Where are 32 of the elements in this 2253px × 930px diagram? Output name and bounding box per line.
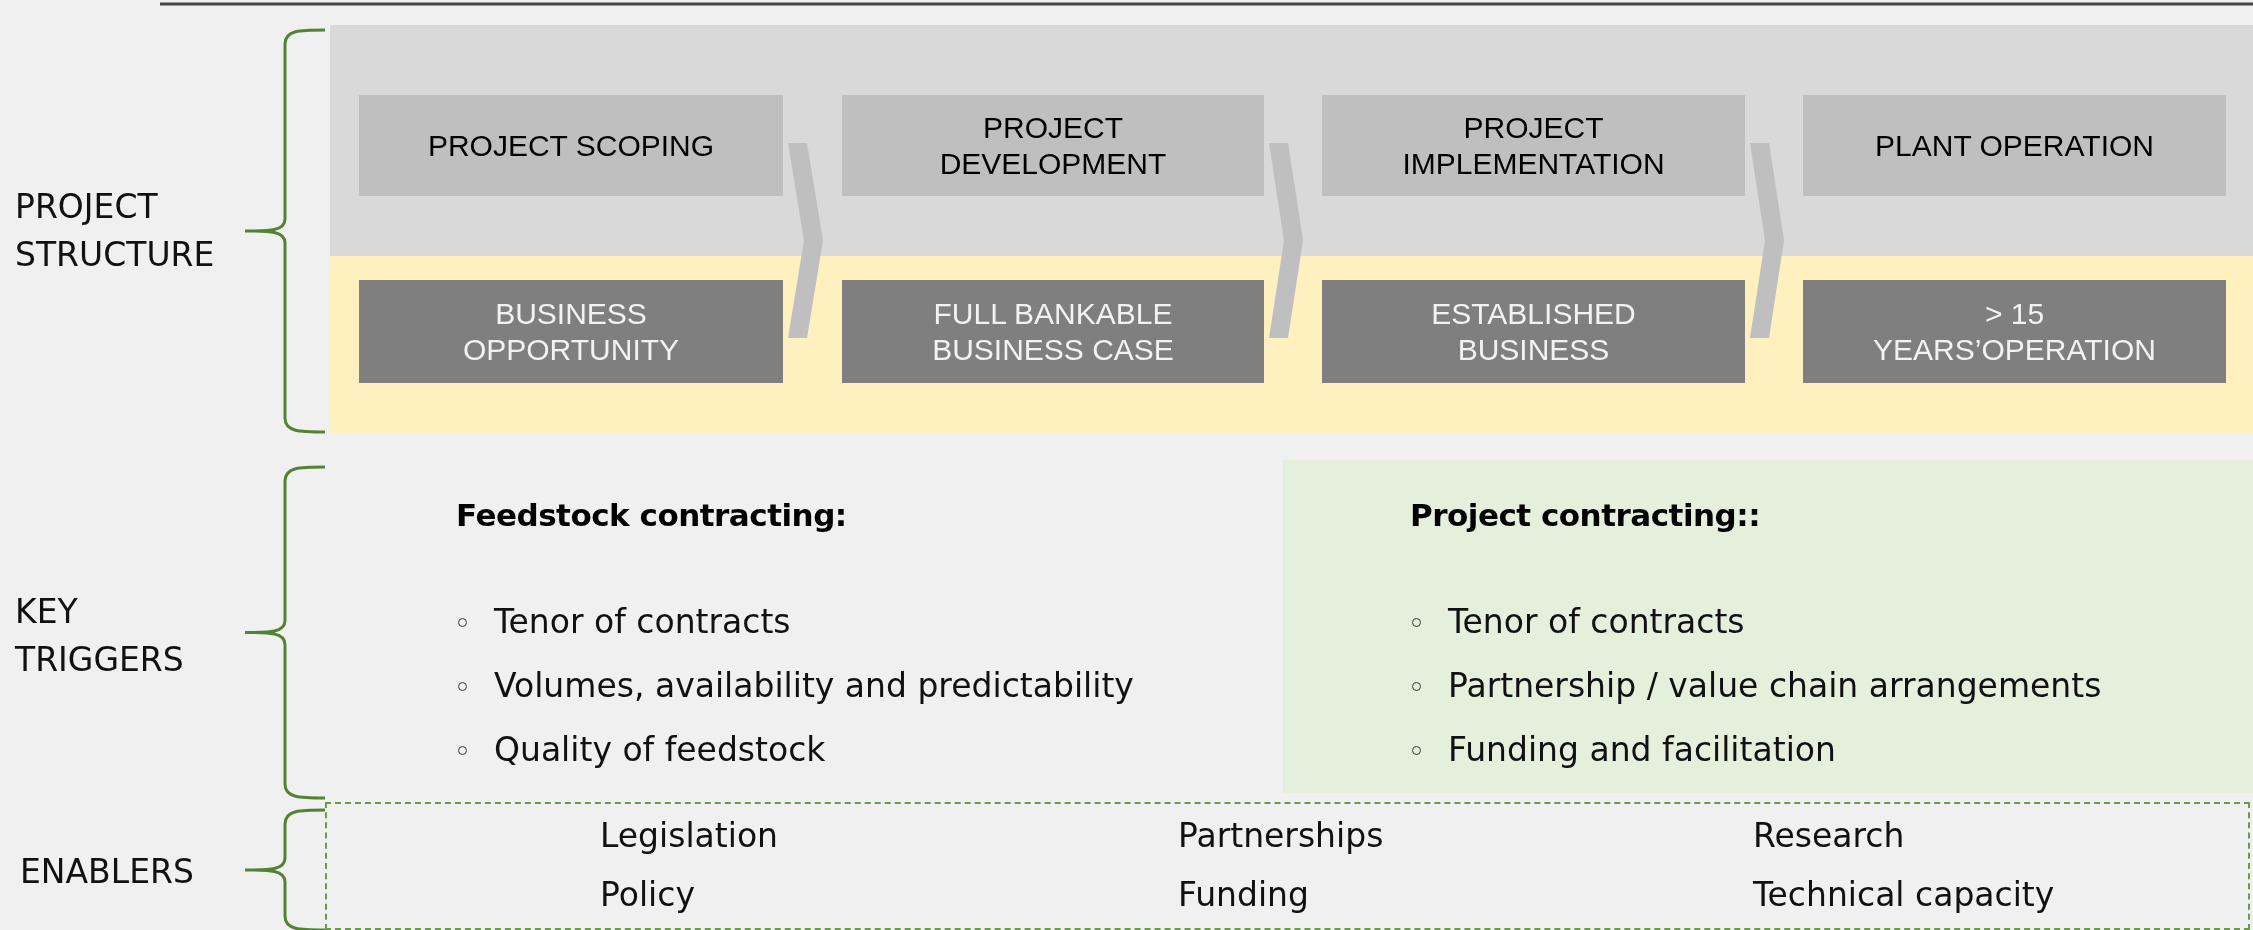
section-label: PROJECT STRUCTURE [15, 186, 216, 276]
panel-background [1283, 460, 2253, 793]
bullet-item: Tenor of contracts [456, 602, 791, 642]
section-heading: Project contracting:: [1410, 496, 1761, 535]
outcome-box: > 15 YEARS’OPERATION [1803, 280, 2226, 383]
chevron-arrow [1750, 143, 1784, 338]
stage-box: PROJECT SCOPING [359, 95, 783, 196]
stage-box: PLANT OPERATION [1803, 95, 2226, 196]
outcome-box: ESTABLISHED BUSINESS [1322, 280, 1745, 383]
chevron-arrow [788, 143, 823, 338]
bullet-item: Quality of feedstock [456, 730, 826, 770]
band-background [330, 256, 2253, 434]
section-label: KEY TRIGGERS [15, 591, 185, 681]
bullet-item: Volumes, availability and predictability [456, 666, 1134, 706]
enabler-text: Partnerships [1178, 816, 1384, 856]
band-background [330, 25, 2253, 256]
outcome-box: FULL BANKABLE BUSINESS CASE [842, 280, 1264, 383]
enabler-text: Legislation [600, 816, 779, 856]
enabler-text: Policy [600, 875, 695, 915]
bullet-item: Partnership / value chain arrangements [1410, 666, 2102, 706]
stage-box: PROJECT DEVELOPMENT [842, 95, 1264, 196]
section-heading: Feedstock contracting: [456, 496, 847, 535]
enabler-text: Research [1753, 816, 1905, 856]
stage-box: PROJECT IMPLEMENTATION [1322, 95, 1745, 196]
chevron-arrow [1269, 143, 1303, 338]
enabler-text: Funding [1178, 875, 1309, 915]
outcome-box: BUSINESS OPPORTUNITY [359, 280, 783, 383]
dashed-frame [325, 802, 2250, 930]
bullet-item: Funding and facilitation [1410, 730, 1836, 770]
bullet-item: Tenor of contracts [1410, 602, 1745, 642]
section-label: ENABLERS [20, 851, 195, 893]
enabler-text: Technical capacity [1753, 875, 2055, 915]
